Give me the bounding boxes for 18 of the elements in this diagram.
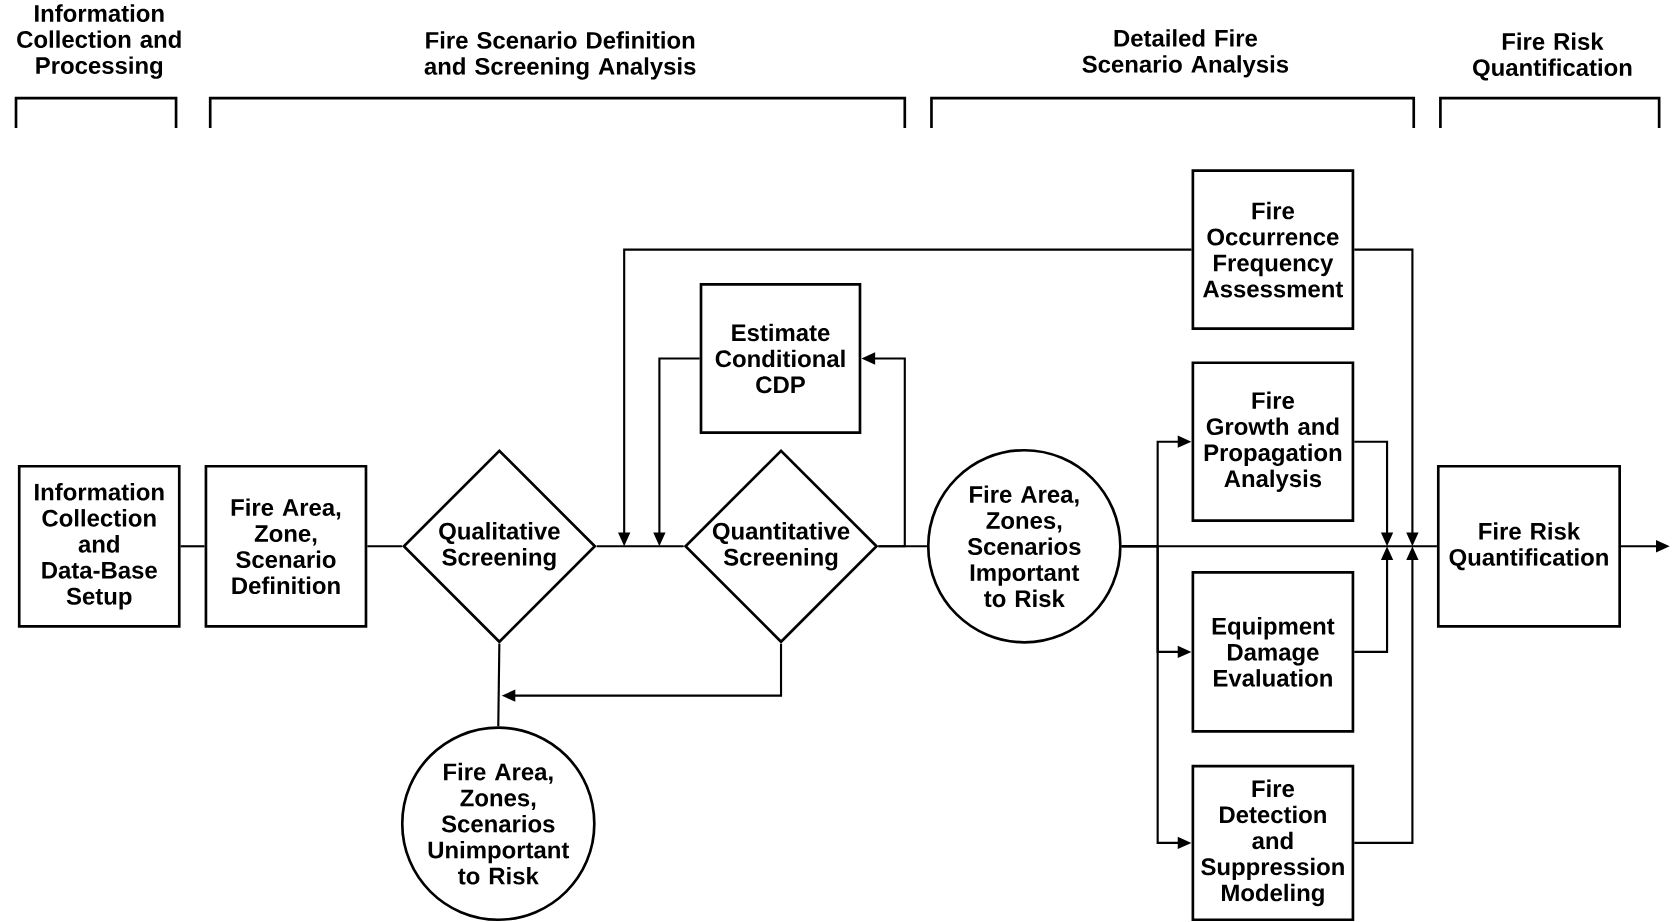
phase-heading: Information Collection and Processing (17, 4, 181, 79)
connector (878, 545, 927, 548)
connector (180, 545, 205, 548)
process-box: Estimate Conditional CDP (699, 283, 862, 435)
phase-heading: Fire Scenario Definition and Screening Analysis (424, 31, 696, 80)
process-box: Information Collection and Data-Base Setup (17, 465, 181, 628)
connector (1121, 545, 1437, 548)
process-box: Fire Occurrence Frequency Assessment (1191, 169, 1355, 331)
process-box: Fire Risk Quantification (1436, 465, 1621, 628)
process-box: Fire Area, Zone, Scenario Definition (204, 465, 368, 628)
phase-heading: Fire Risk Quantification (1473, 32, 1632, 81)
process-box: Fire Detection and Suppression Modeling (1191, 764, 1355, 922)
process-box: Equipment Damage Evaluation (1191, 571, 1355, 733)
process-box: Fire Growth and Propagation Analysis (1191, 361, 1355, 523)
connector (367, 545, 402, 548)
connector (497, 643, 501, 727)
phase-heading: Detailed Fire Scenario Analysis (1082, 29, 1289, 78)
connector (596, 545, 684, 548)
